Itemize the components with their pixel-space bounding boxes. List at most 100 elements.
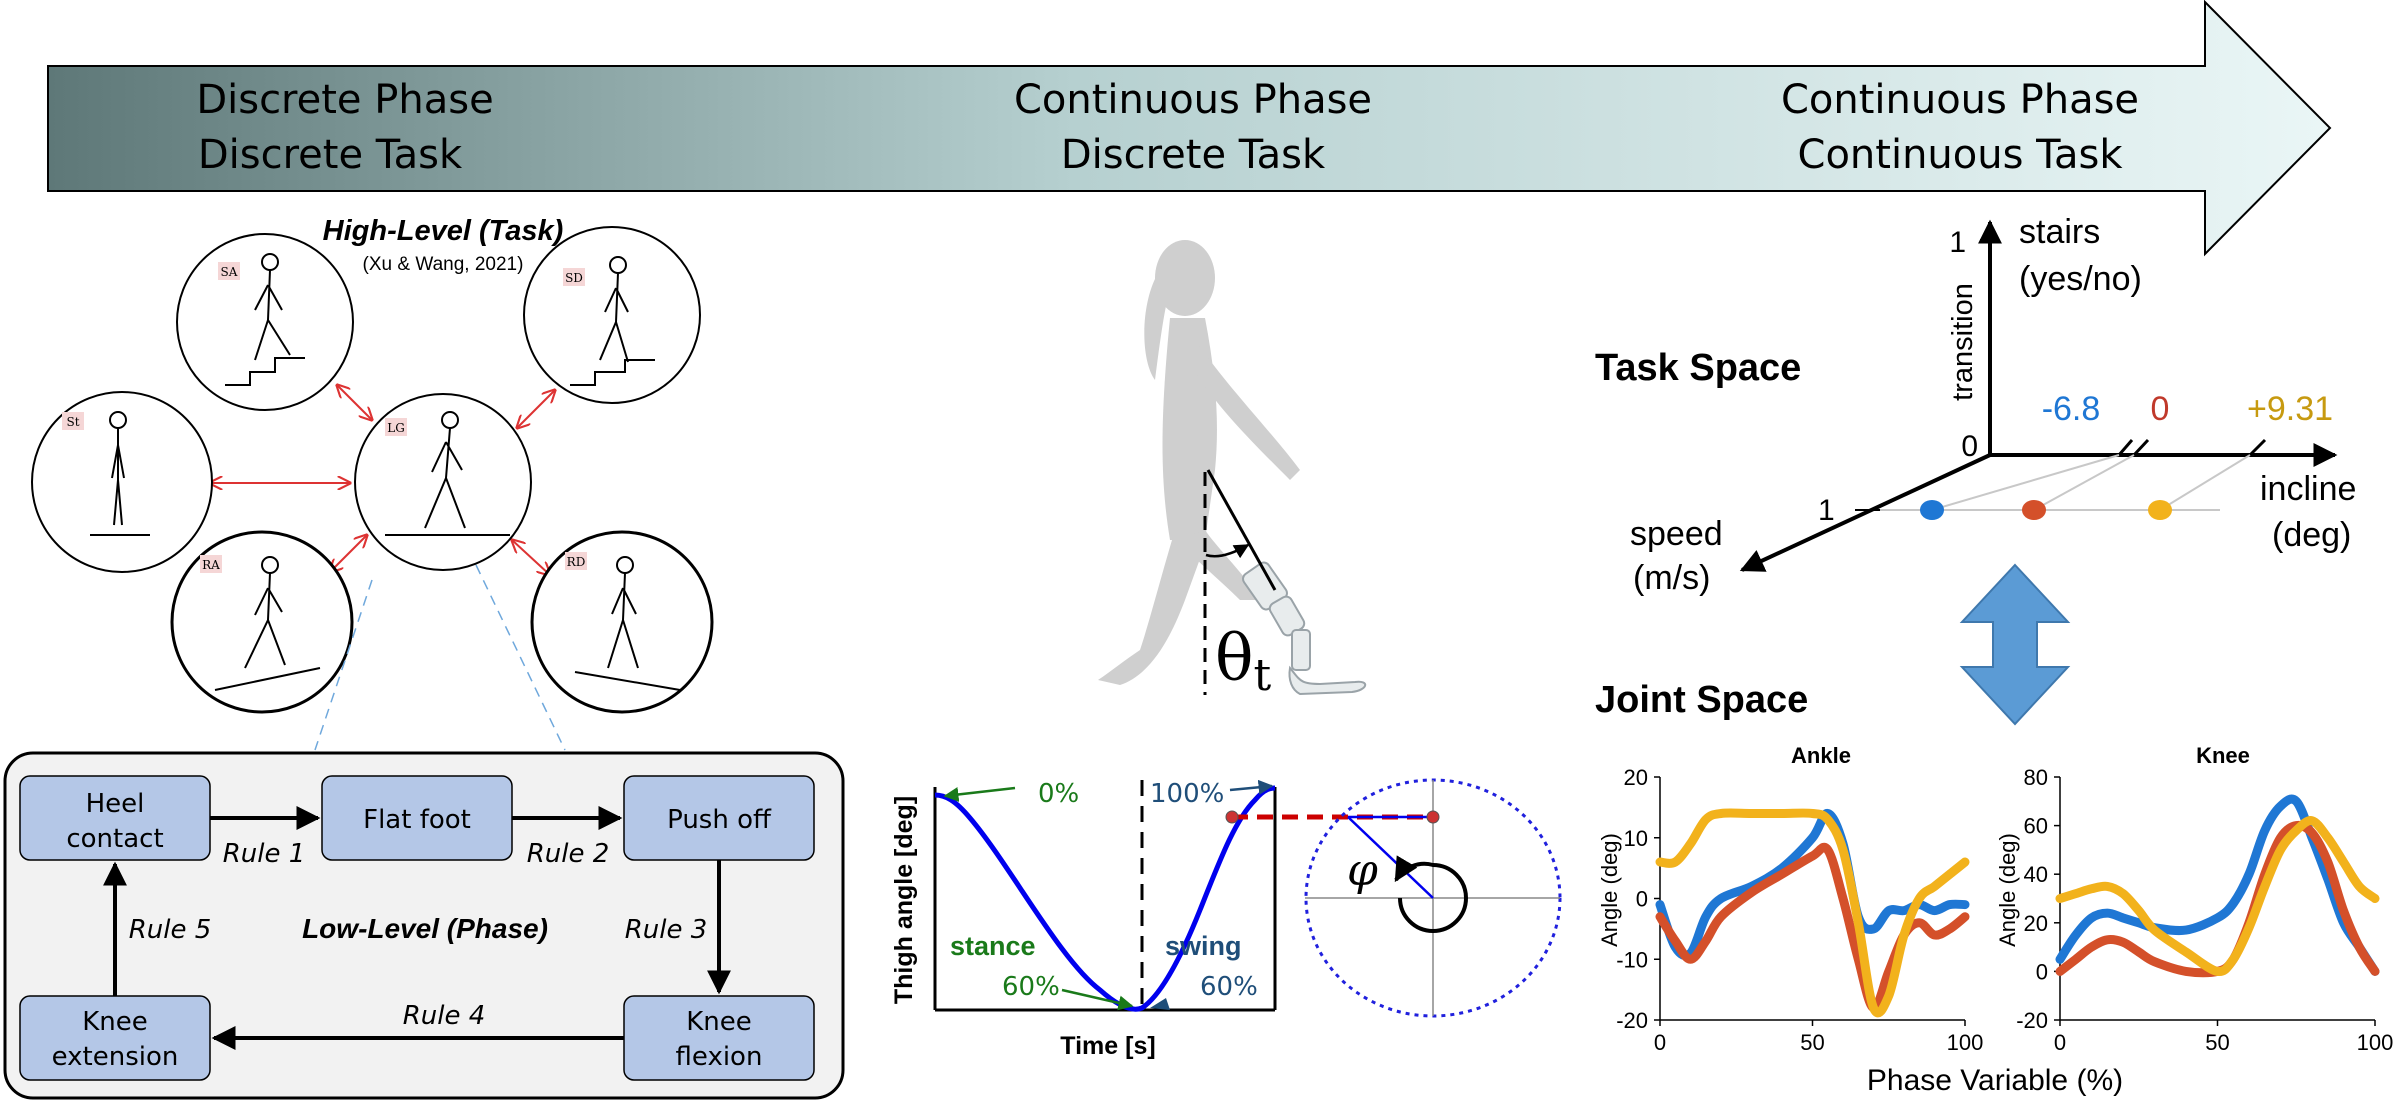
knee-chart-ylabel: Angle (deg): [1995, 833, 2020, 947]
incline-tick-3: [2248, 438, 2267, 457]
low-level-title: Low-Level (Phase): [302, 913, 548, 944]
task-space: Task Space 1 0 transition stairs (yes/no…: [1595, 213, 2356, 726]
ankle-chart-ylabel: Angle (deg): [1597, 833, 1622, 947]
thigh-plot-ylabel: Thigh angle [deg]: [890, 796, 918, 1004]
banner-col3-line1: Continuous Phase: [1781, 77, 2139, 123]
state-knee-flexion-line1: Knee: [686, 1007, 752, 1037]
walker-icon: [225, 253, 305, 386]
transition-tick-0: 0: [1961, 430, 1978, 463]
banner-col3-task: Task: [2023, 132, 2123, 178]
ankle-xtick-label-0: 0: [1654, 1030, 1666, 1055]
phase-symbol: φ: [1347, 845, 1378, 896]
transition-sa-lg: [337, 385, 372, 420]
incline-tick-2: [2132, 438, 2150, 457]
ankle-ytick-label-1: 10: [1624, 826, 1648, 851]
ankle-series-line-1: [1655, 842, 1970, 1013]
state-flat-foot: Flat foot: [321, 775, 513, 861]
speed-label-line1: speed: [1630, 515, 1723, 553]
stairs-label-line2: (yes/no): [2019, 260, 2142, 298]
phase-angle-arc: [1394, 855, 1468, 933]
thigh-angle-curve: [934, 785, 1276, 1012]
arrow-0-percent: [943, 786, 1016, 802]
walker-icon: [574, 556, 681, 691]
ankle-xtick-label-1: 50: [1800, 1030, 1824, 1055]
incline-label-line1: incline: [2260, 470, 2356, 508]
ankle-ytick-label-4: -20: [1616, 1008, 1648, 1033]
speed-tick-1: 1: [1818, 494, 1835, 527]
walker-icon: [570, 256, 655, 386]
walker-icon: [90, 411, 150, 536]
thigh-curve-marker: [1225, 810, 1239, 824]
ankle-series-line-2: [1655, 808, 1970, 1018]
label-stance: stance: [950, 931, 1036, 961]
incline-label-line2: (deg): [2272, 516, 2351, 554]
joint-space-title: Joint Space: [1595, 679, 1808, 721]
state-knee-extension: Knee extension: [19, 995, 211, 1081]
state-heel-contact-line1: Heel: [86, 789, 145, 819]
high-level-title: High-Level (Task): [323, 215, 564, 247]
label-60-percent-stance: 60%: [1002, 972, 1060, 1002]
knee-xtick-label-2: 100: [2357, 1030, 2394, 1055]
state-knee-extension-line1: Knee: [82, 1007, 148, 1037]
rule5-label: Rule 5: [129, 915, 212, 945]
incline-value-gold: +9.31: [2247, 390, 2333, 428]
zoom-line-right: [475, 564, 566, 751]
knee-ytick-label-2: 40: [2024, 862, 2048, 887]
knee-series-line-1: [2055, 820, 2380, 978]
rule1-label: Rule 1: [223, 839, 306, 869]
walker-icon: [214, 556, 321, 691]
mode-sd: SD: [523, 226, 701, 404]
high-level-citation: (Xu & Wang, 2021): [363, 254, 524, 275]
knee-series-line-2: [2055, 816, 2380, 977]
mode-label-sd: SD: [565, 271, 583, 285]
knee-xtick-label-1: 50: [2205, 1030, 2229, 1055]
banner-col2-line1: Continuous Phase: [1014, 77, 1372, 123]
mode-ra: RA: [170, 530, 354, 714]
banner-col2-phase: Phase: [1240, 77, 1372, 123]
task-point-gold: [2148, 500, 2172, 520]
label-60-percent-swing: 60%: [1200, 972, 1258, 1002]
phase-radius: [1347, 816, 1434, 899]
incline-ticks: [2117, 438, 2267, 457]
banner-col3-phase: Phase: [2007, 77, 2139, 123]
mode-label-st: St: [66, 415, 79, 429]
phase-portrait: φ: [1304, 778, 1562, 1018]
mode-label-ra: RA: [202, 558, 220, 572]
axis-speed: [1739, 453, 1991, 572]
task-point-blue: [1920, 500, 1944, 520]
transition-ra-lg: [330, 535, 367, 572]
transition-rd-lg: [512, 540, 550, 575]
transition-sd-lg: [517, 390, 555, 428]
mode-label-rd: RD: [567, 555, 586, 569]
knee-ytick-label-5: -20: [2016, 1008, 2048, 1033]
thigh-angle-plot: 0% 100% stance swing 60% 60% Thigh angle…: [890, 779, 1433, 1060]
theta: θ: [1215, 622, 1254, 696]
mode-rd: RD: [530, 530, 714, 714]
transition-tick-1: 1: [1949, 226, 1966, 259]
knee-xtick-label-0: 0: [2054, 1030, 2066, 1055]
ankle-ytick-label-2: 0: [1636, 887, 1648, 912]
banner-col2-line2: Discrete Task: [1061, 132, 1326, 178]
ankle-ytick-label-0: 20: [1624, 765, 1648, 790]
knee-ytick-label-4: 0: [2036, 959, 2048, 984]
prosthetic-leg: [1242, 561, 1367, 696]
arrow-100-percent: [1229, 779, 1274, 795]
incline-value-red: 0: [2151, 390, 2170, 428]
state-knee-flexion-line2: flexion: [676, 1042, 763, 1072]
rule3-label: Rule 3: [625, 915, 708, 945]
banner-col1-line1: Discrete Phase: [196, 77, 493, 123]
banner-col3-line2: Continuous Task: [1798, 132, 2124, 178]
high-level-task-graph: High-Level (Task) (Xu & Wang, 2021) SA S…: [31, 215, 714, 751]
phase-marker: [1426, 810, 1440, 824]
mode-st: St: [31, 391, 213, 573]
ankle-ytick-label-3: -10: [1616, 947, 1648, 972]
stairs-label-line1: stairs: [2019, 213, 2100, 251]
transition-axis-label: transition: [1947, 283, 1979, 401]
banner-col3-continuous-2: Continuous: [1798, 132, 2024, 178]
projection-line-red: [2033, 454, 2135, 511]
label-swing: swing: [1165, 931, 1242, 961]
